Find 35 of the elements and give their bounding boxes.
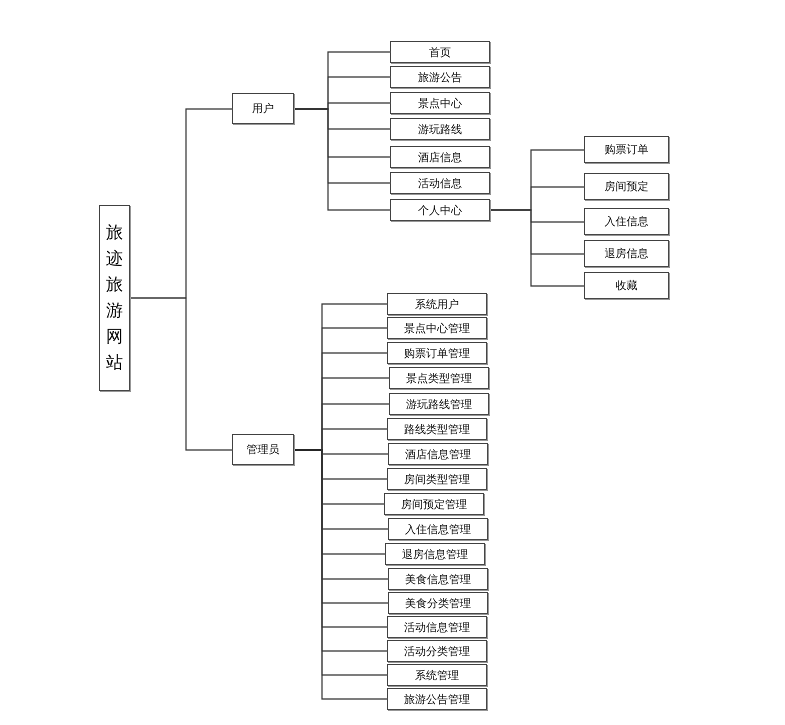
module-box: 活动分类管理 [387,640,487,662]
module-box: 美食信息管理 [388,568,488,590]
module-box: 路线类型管理 [387,418,487,440]
module-box: 房间类型管理 [387,468,487,490]
module-box: 活动信息管理 [387,616,487,638]
module-box: 购票订单 [584,136,669,163]
module-box: 购票订单管理 [387,342,487,364]
module-box: 酒店信息 [390,146,490,168]
module-box: 美食分类管理 [388,592,488,614]
module-box: 旅游公告 [390,66,490,88]
module-box: 游玩路线管理 [389,393,489,415]
connector-line [130,297,232,451]
module-box: 退房信息 [584,240,669,267]
connector-line [490,209,584,287]
module-box: 入住信息管理 [388,518,488,540]
connector-line [294,108,390,211]
module-box: 旅游公告管理 [387,688,487,710]
module-box: 景点类型管理 [389,367,489,389]
module-box: 活动信息 [390,172,490,194]
module-box: 入住信息 [584,208,669,235]
module-box: 房间预定 [584,173,669,200]
module-box: 个人中心 [390,199,490,221]
root-box: 旅迹旅游网站 [99,205,130,391]
module-box: 酒店信息管理 [388,443,488,465]
module-box: 系统用户 [387,293,487,315]
module-box: 景点中心管理 [387,317,487,339]
module-box: 退房信息管理 [385,543,485,565]
module-box: 收藏 [584,272,669,299]
module-box: 系统管理 [387,664,487,686]
module-box: 管理员 [232,434,294,465]
module-box: 用户 [232,93,294,124]
module-box: 房间预定管理 [384,493,484,515]
module-box: 景点中心 [390,92,490,114]
module-box: 首页 [390,41,490,63]
module-box: 游玩路线 [390,118,490,140]
